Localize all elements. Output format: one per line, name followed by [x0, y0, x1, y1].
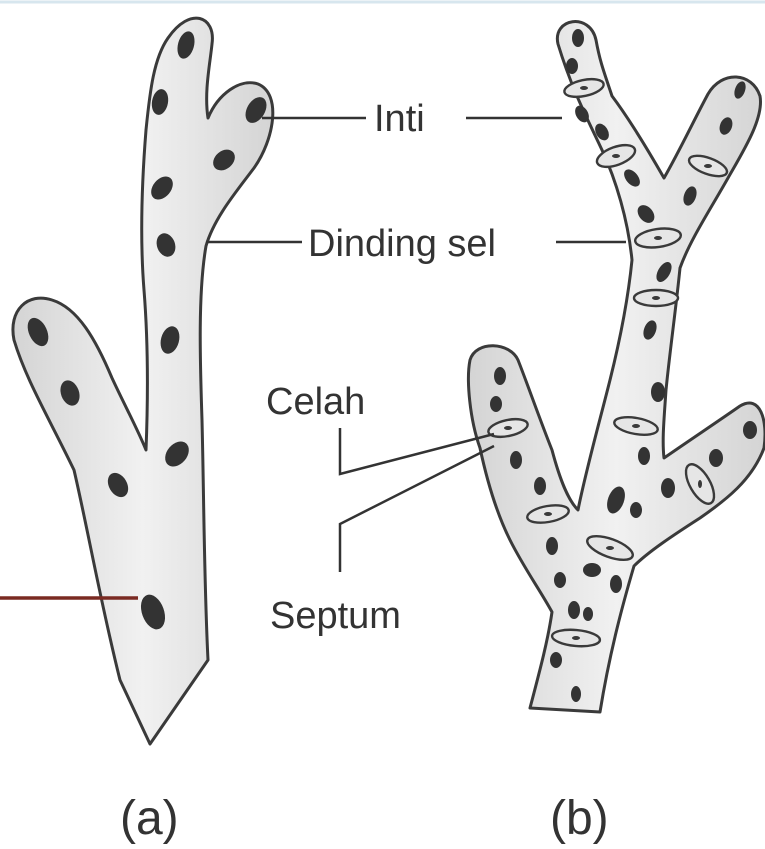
nucleus: [546, 537, 558, 555]
caption-a: (a): [120, 792, 179, 845]
nucleus: [709, 449, 723, 467]
nucleus: [568, 601, 580, 619]
nucleus: [550, 652, 562, 668]
nucleus: [566, 58, 578, 74]
nucleus: [743, 421, 757, 439]
nucleus: [610, 575, 622, 593]
nucleus: [638, 447, 650, 465]
nucleus: [630, 502, 642, 518]
nucleus: [534, 477, 546, 495]
nucleus: [651, 382, 665, 402]
nucleus: [571, 686, 581, 702]
nucleus: [583, 607, 593, 621]
septate-hypha: [468, 22, 765, 712]
nucleus: [583, 563, 601, 577]
label-celah: Celah: [266, 381, 365, 423]
label-septum: Septum: [270, 595, 401, 637]
nucleus: [510, 451, 522, 469]
nucleus: [494, 367, 506, 385]
leader-septum: [340, 446, 494, 572]
septum: [634, 290, 678, 306]
nucleus: [490, 396, 502, 412]
nucleus: [554, 572, 566, 588]
nucleus: [572, 29, 584, 47]
nucleus: [661, 478, 675, 498]
label-inti: Inti: [374, 98, 425, 140]
aseptate-hypha-outline: [13, 18, 273, 744]
caption-b: (b): [550, 792, 609, 845]
leader-celah: [340, 428, 494, 474]
aseptate-hypha: [13, 18, 273, 744]
label-dinding-sel: Dinding sel: [308, 223, 496, 265]
